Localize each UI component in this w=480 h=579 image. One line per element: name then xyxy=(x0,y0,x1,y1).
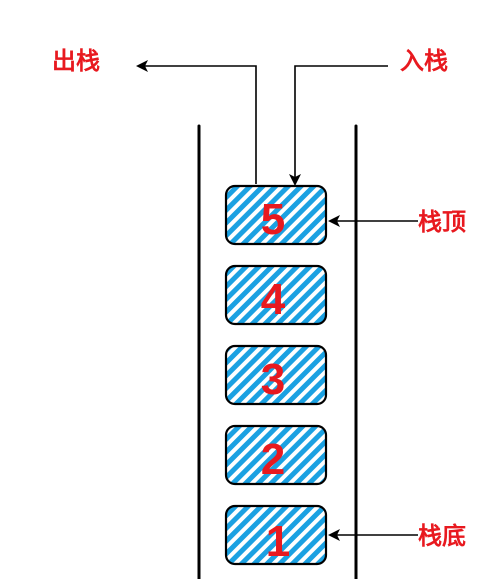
stack-top-label: 栈顶 xyxy=(418,208,466,236)
stack-block-label: 2 xyxy=(261,435,285,484)
stack-bottom-label: 栈底 xyxy=(418,522,466,550)
stack-block: 4 xyxy=(224,264,328,326)
push-label: 入栈 xyxy=(400,47,448,75)
push-arrow xyxy=(289,65,388,186)
stack-block-label: 3 xyxy=(261,355,285,404)
stack-block-label: 5 xyxy=(261,195,285,244)
pop-arrow xyxy=(136,60,257,184)
stack-block: 1 xyxy=(224,504,328,566)
pop-label: 出栈 xyxy=(52,47,100,75)
stack-block-label: 4 xyxy=(261,275,286,324)
stack-block: 2 xyxy=(224,424,328,486)
stack-block-label: 1 xyxy=(266,517,290,566)
stack-block: 3 xyxy=(224,344,328,406)
stack-block: 5 xyxy=(224,184,328,246)
